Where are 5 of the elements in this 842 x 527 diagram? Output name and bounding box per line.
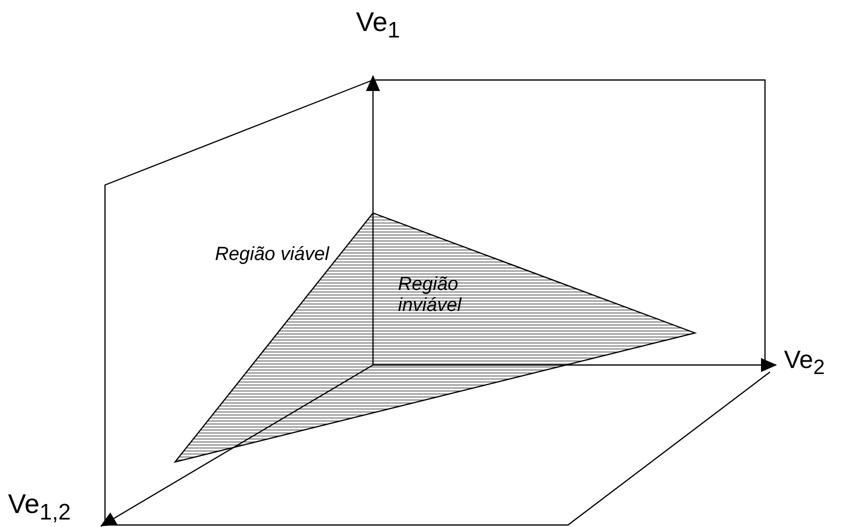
- axis-label: Ve$_{2}$: [784, 347, 825, 380]
- region-label: Região viável: [215, 245, 330, 266]
- axis-label: Ve$_{1}$: [356, 8, 400, 44]
- region-label: Região inviável: [398, 275, 463, 317]
- axis-label: Ve$_{1,2}$: [8, 490, 71, 526]
